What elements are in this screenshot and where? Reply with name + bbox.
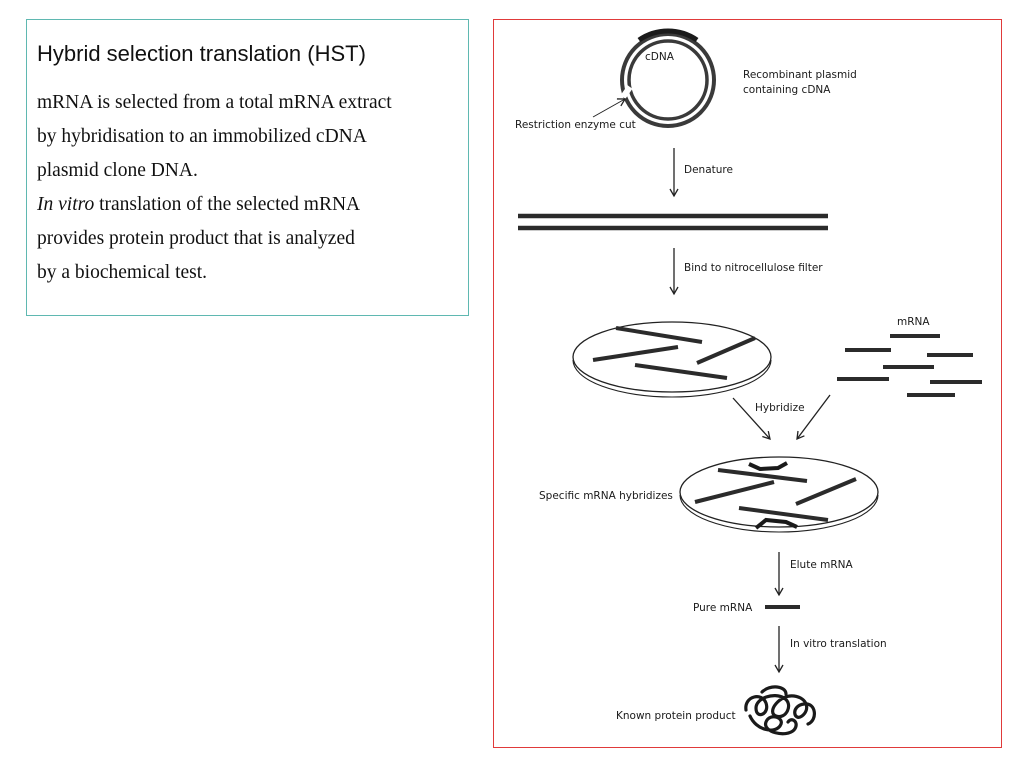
plasmid-label: Recombinant plasmid — [743, 69, 857, 81]
description-line: In vitro translation of the selected mRN… — [37, 188, 468, 222]
description-line: mRNA is selected from a total mRNA extra… — [37, 92, 392, 113]
protein-product-label: Known protein product — [616, 710, 736, 722]
description-line: provides protein product that is analyze… — [37, 228, 355, 249]
mrna-label: mRNA — [897, 316, 930, 328]
protein-product — [744, 685, 816, 736]
denatured-dna-strands — [518, 213, 828, 231]
denature-label: Denature — [684, 164, 733, 176]
elute-mrna-label: Elute mRNA — [790, 559, 853, 571]
description-line-rest: translation of the selected mRNA — [94, 194, 361, 215]
in-vitro-italic: In vitro — [37, 194, 95, 215]
hst-diagram-svg: cDNA Recombinant plasmid containing cDNA… — [515, 28, 982, 736]
hybridize-arrow-left — [732, 397, 771, 440]
recombinant-plasmid — [620, 28, 716, 128]
restriction-pointer — [592, 98, 627, 118]
pure-mrna-label: Pure mRNA — [693, 602, 753, 614]
hst-diagram: cDNA Recombinant plasmid containing cDNA… — [493, 19, 1002, 748]
specific-mrna-label: Specific mRNA hybridizes — [539, 490, 673, 502]
mrna-pool — [837, 334, 982, 397]
description-line: plasmid clone DNA. — [37, 160, 198, 181]
slide-title: Hybrid selection translation (HST) — [37, 41, 366, 66]
description-line: by hybridisation to an immobilized cDNA — [37, 126, 367, 147]
description-box: Hybrid selection translation (HST) mRNA … — [26, 19, 469, 316]
hybridized-filter — [679, 456, 879, 533]
restriction-cut-label: Restriction enzyme cut — [515, 119, 636, 131]
bind-filter-label: Bind to nitrocellulose filter — [684, 262, 823, 274]
description-text: mRNA is selected from a total mRNA extra… — [37, 86, 468, 290]
plasmid-label: containing cDNA — [743, 84, 831, 96]
in-vitro-translation-label: In vitro translation — [790, 638, 887, 650]
description-line: by a biochemical test. — [37, 262, 208, 283]
cdna-label: cDNA — [645, 51, 675, 63]
hybridize-label: Hybridize — [755, 402, 805, 414]
hybridize-arrow-right — [796, 394, 831, 441]
nitrocellulose-filter — [572, 321, 772, 398]
